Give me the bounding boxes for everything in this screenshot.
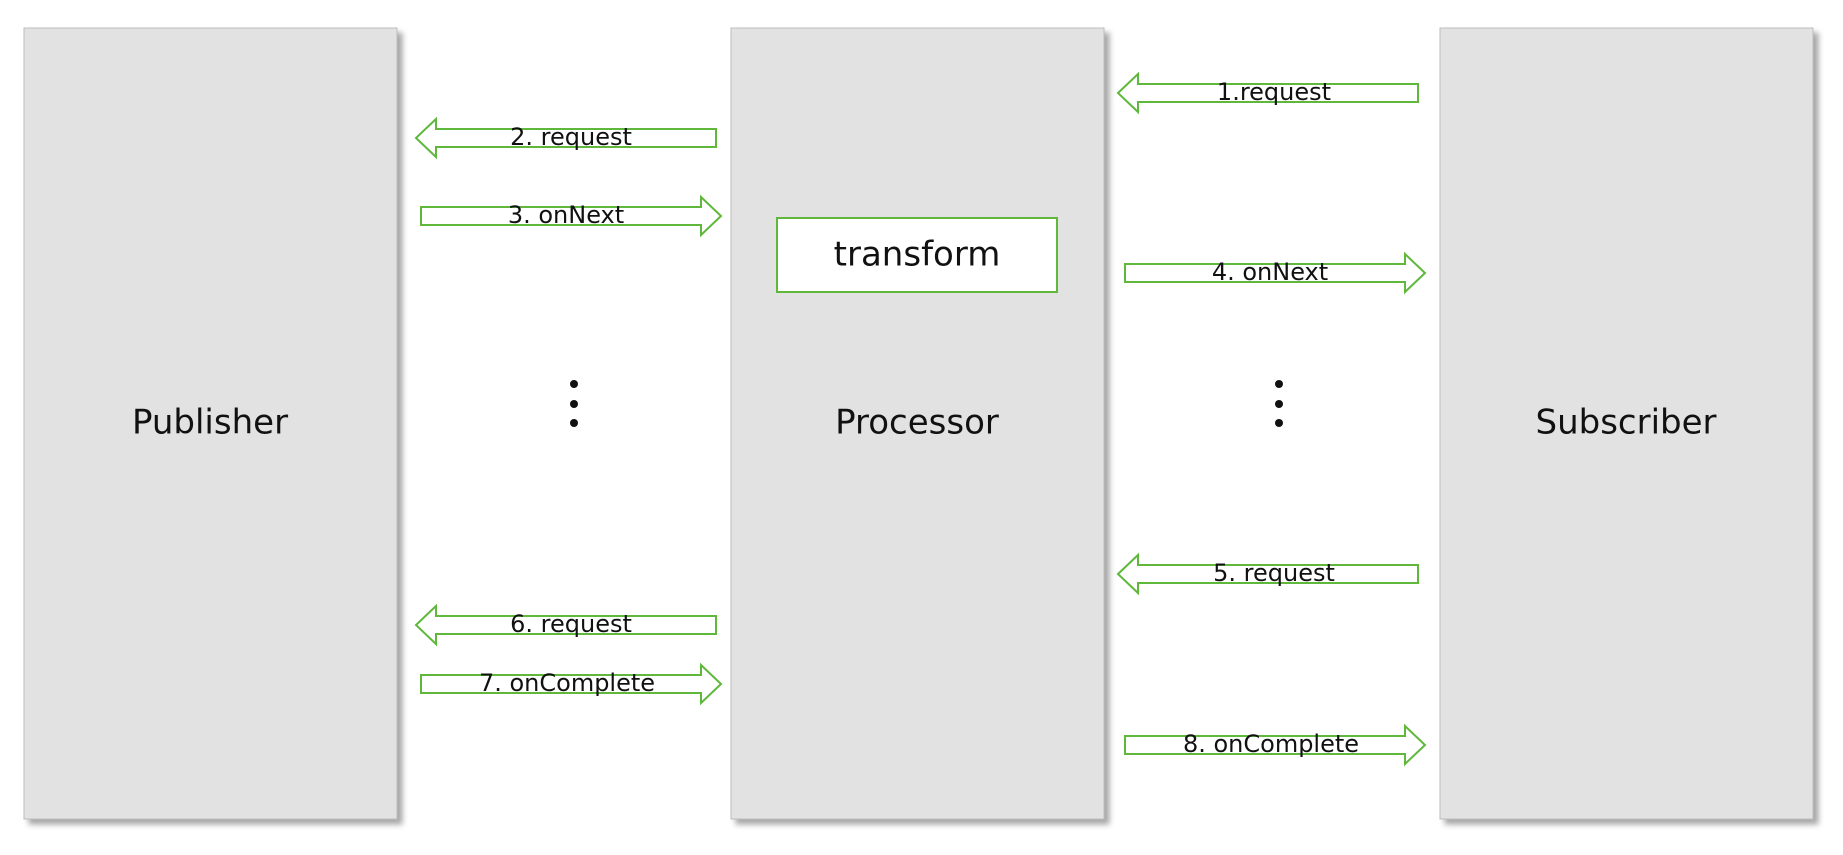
ellipsis-right bbox=[1275, 380, 1283, 427]
ellipsis-left bbox=[570, 380, 578, 427]
arrow-5-label: 5. request bbox=[1213, 559, 1335, 587]
arrow-8-label: 8. onComplete bbox=[1183, 730, 1359, 758]
arrow-5-request: 5. request bbox=[1116, 552, 1419, 596]
arrow-4-label: 4. onNext bbox=[1212, 258, 1328, 286]
processor-panel: Processor transform bbox=[730, 27, 1105, 820]
arrow-3-label: 3. onNext bbox=[508, 201, 624, 229]
arrow-7-label: 7. onComplete bbox=[479, 669, 655, 697]
arrow-7-oncomplete: 7. onComplete bbox=[420, 662, 723, 706]
subscriber-panel: Subscriber bbox=[1439, 27, 1814, 820]
publisher-label: Publisher bbox=[132, 403, 288, 443]
arrow-1-label: 1.request bbox=[1217, 78, 1331, 106]
processor-label: Processor bbox=[835, 403, 999, 443]
arrow-6-label: 6. request bbox=[510, 610, 632, 638]
arrow-2-request: 2. request bbox=[414, 116, 717, 160]
subscriber-label: Subscriber bbox=[1535, 403, 1716, 443]
arrow-4-onnext: 4. onNext bbox=[1124, 251, 1427, 295]
transform-box: transform bbox=[776, 217, 1058, 293]
arrow-2-label: 2. request bbox=[510, 123, 632, 151]
arrow-3-onnext: 3. onNext bbox=[420, 194, 723, 238]
transform-label: transform bbox=[834, 235, 1001, 275]
arrow-6-request: 6. request bbox=[414, 603, 717, 647]
arrow-8-oncomplete: 8. onComplete bbox=[1124, 723, 1427, 767]
arrow-1-request: 1.request bbox=[1116, 71, 1419, 115]
publisher-panel: Publisher bbox=[23, 27, 398, 820]
